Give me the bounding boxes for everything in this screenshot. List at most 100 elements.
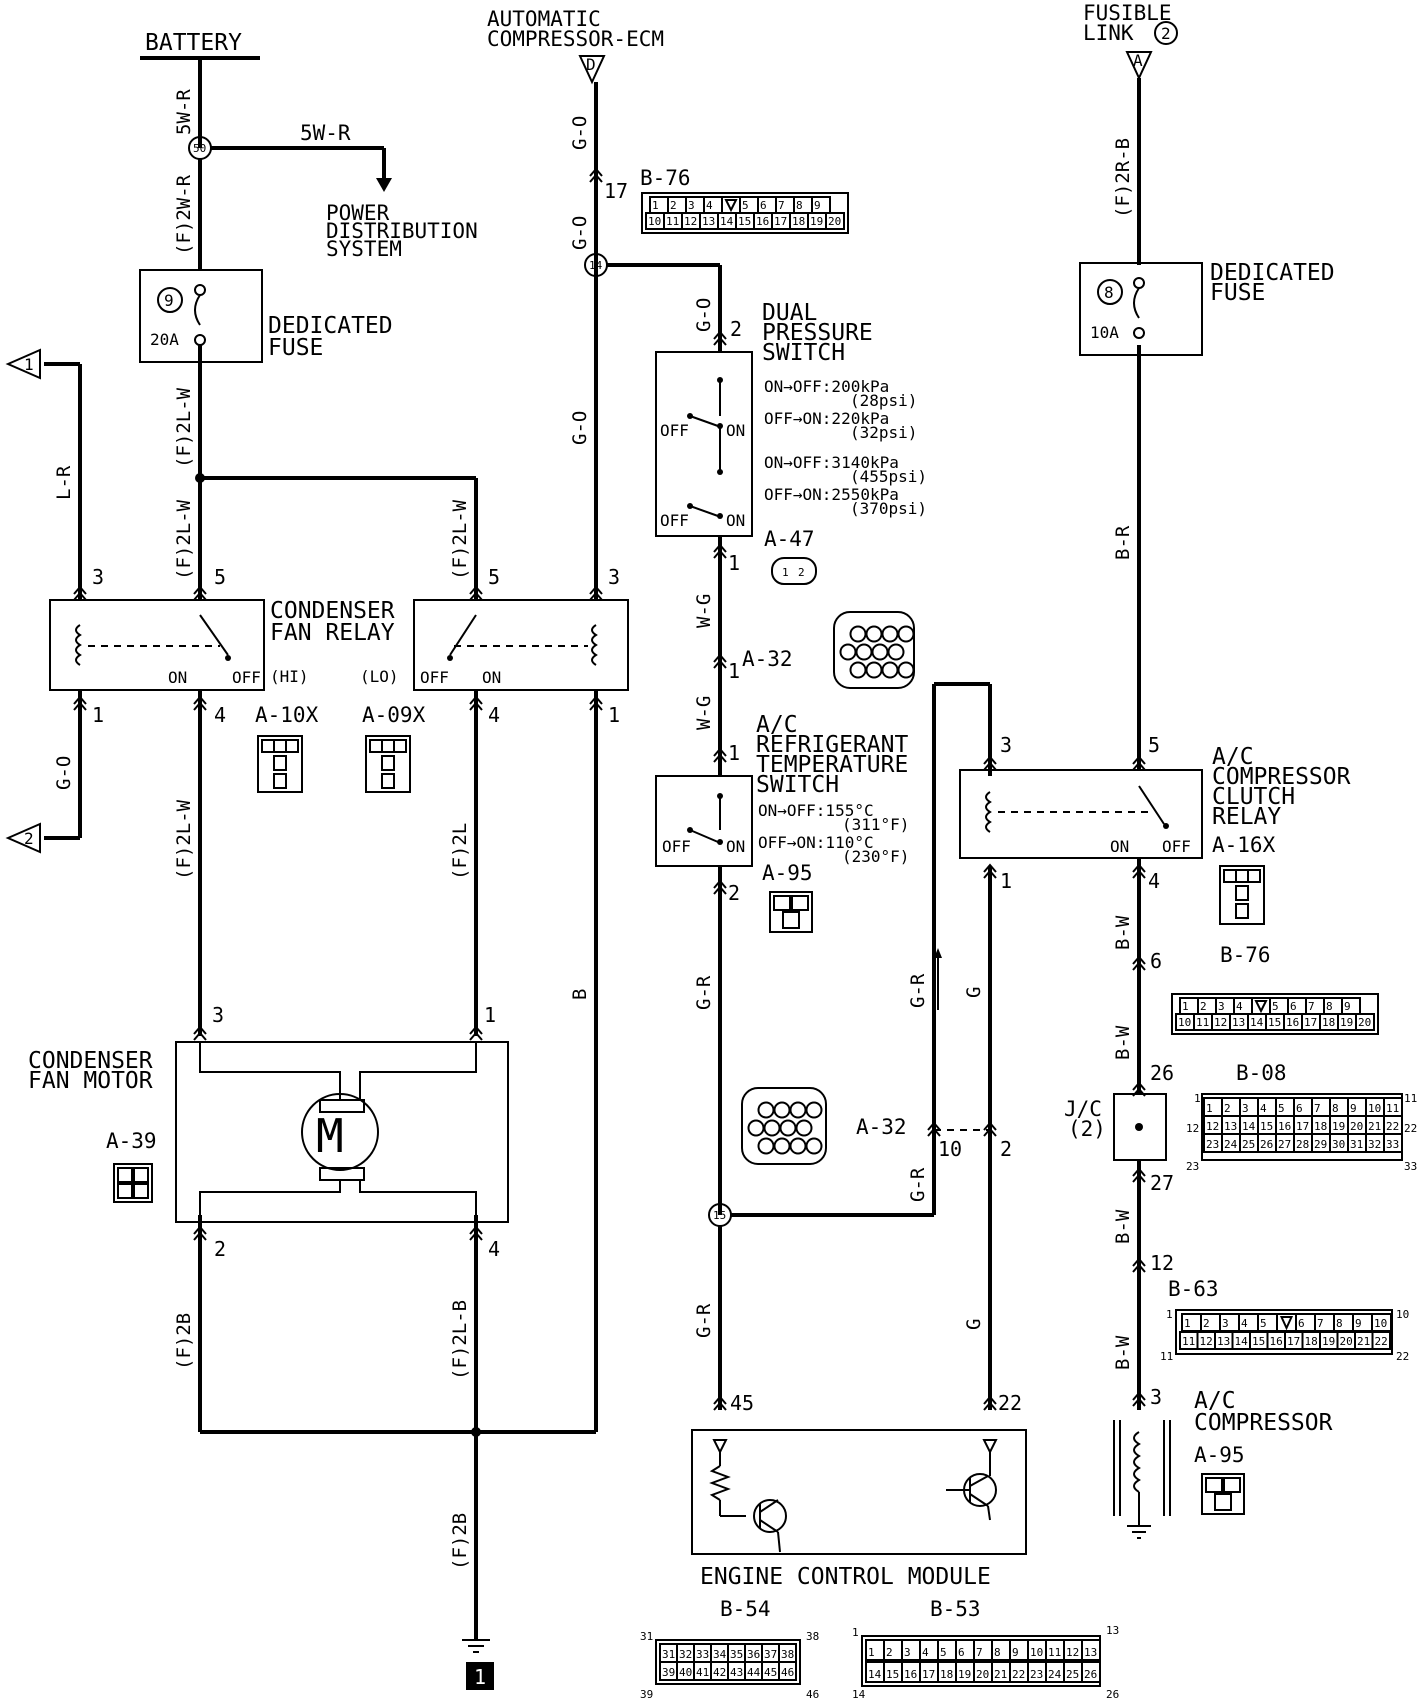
pin-chevron-icon xyxy=(193,1031,207,1041)
a32-mid-pin xyxy=(757,1137,775,1155)
b53-pin: 19 xyxy=(958,1668,971,1681)
fuse-left-label-1: DEDICATED xyxy=(268,313,393,339)
a32-mid-pin xyxy=(773,1137,791,1155)
svg-text:26: 26 xyxy=(1106,1688,1119,1700)
svg-text:A/C: A/C xyxy=(1194,1388,1236,1414)
b08-pin: 7 xyxy=(1314,1102,1321,1115)
pin-chevron-icon xyxy=(927,1127,941,1137)
svg-text:A/C: A/C xyxy=(1212,744,1254,770)
b76-top-pin: 16 xyxy=(756,215,769,228)
left-section-wires: 50 xyxy=(44,58,598,1640)
b08-pin: 5 xyxy=(1278,1102,1285,1115)
b54-pin: 31 xyxy=(662,1648,675,1661)
b63-cell xyxy=(1371,1331,1391,1350)
pin-chevron-icon xyxy=(469,585,483,595)
connector-a10x: A-10X xyxy=(255,703,319,793)
svg-text:45: 45 xyxy=(730,1391,754,1415)
svg-text:13: 13 xyxy=(1106,1624,1119,1637)
b53-pin: 4 xyxy=(922,1646,929,1659)
svg-text:OFF: OFF xyxy=(660,421,689,440)
b76-right-pin: 13 xyxy=(1232,1016,1245,1029)
connector-chevrons xyxy=(73,167,1146,1411)
fuse-left-number: 9 xyxy=(164,291,174,310)
b76-top-pin: 12 xyxy=(684,215,697,228)
svg-text:OFF: OFF xyxy=(420,668,449,687)
b08-pin: 1 xyxy=(1206,1102,1213,1115)
b53-pin: 11 xyxy=(1048,1646,1061,1659)
svg-text:23: 23 xyxy=(1186,1160,1199,1173)
svg-text:33: 33 xyxy=(1404,1160,1417,1173)
offpage-ref-1: 1 xyxy=(5,348,41,380)
pin-chevron-icon xyxy=(193,1025,207,1035)
svg-text:OFF: OFF xyxy=(660,511,689,530)
svg-text:1: 1 xyxy=(92,703,104,727)
svg-text:4: 4 xyxy=(488,703,500,727)
b76-top-cell xyxy=(825,212,845,230)
b08-pin: 23 xyxy=(1206,1138,1219,1151)
left-wire-labels: 5W-R (F)2W-R (F)2L-W (F)2L-W (F)2L-W L-R… xyxy=(53,89,591,1570)
pin-chevron-icon xyxy=(713,1401,727,1411)
svg-text:A-16X: A-16X xyxy=(1212,833,1276,857)
b54-pin: 33 xyxy=(696,1648,709,1661)
svg-text:1: 1 xyxy=(852,1626,859,1639)
b76-right-pin: 17 xyxy=(1304,1016,1317,1029)
svg-text:10: 10 xyxy=(938,1137,962,1161)
svg-text:(F)2L-W: (F)2L-W xyxy=(173,499,195,580)
condenser-fan-relay-lo: OFF ON 5 3 4 1 (LO) xyxy=(360,565,629,727)
ground-left: 1 xyxy=(462,1639,494,1690)
svg-text:G-O: G-O xyxy=(569,411,591,445)
b76-right-pin: 1 xyxy=(1182,1000,1189,1013)
b63-pin: 20 xyxy=(1340,1335,1353,1348)
b08-pin: 11 xyxy=(1386,1102,1399,1115)
a32-top-pin xyxy=(849,625,867,643)
pin-chevron-icon xyxy=(983,869,997,879)
svg-text:1: 1 xyxy=(728,659,740,683)
b76-top-pin: 14 xyxy=(720,215,734,228)
pin-chevron-icon xyxy=(589,173,603,183)
svg-text:B-76: B-76 xyxy=(640,166,691,190)
svg-text:B-76: B-76 xyxy=(1220,943,1271,967)
b08-pin: 22 xyxy=(1386,1120,1399,1133)
svg-text:ON: ON xyxy=(168,668,187,687)
ecm-source-connector-letter: D xyxy=(586,55,596,74)
fusible-link-label-2: LINK xyxy=(1083,21,1134,45)
b76-top-pin: 3 xyxy=(688,199,695,212)
b53-cell xyxy=(1081,1661,1101,1683)
b53-pin: 10 xyxy=(1030,1646,1043,1659)
svg-text:22: 22 xyxy=(1404,1122,1417,1135)
pin-chevron-icon xyxy=(1132,1081,1146,1091)
b54-cell xyxy=(778,1661,797,1681)
svg-text:ON→OFF:3140kPa: ON→OFF:3140kPa xyxy=(764,453,899,472)
b08-pin: 32 xyxy=(1368,1138,1381,1151)
pin-chevron-icon xyxy=(469,695,483,705)
svg-text:5W-R: 5W-R xyxy=(173,89,195,135)
fuse-left-label-2: FUSE xyxy=(268,335,323,361)
b63-pin: 12 xyxy=(1200,1335,1213,1348)
svg-text:PRESSURE: PRESSURE xyxy=(762,320,873,346)
b76-right-pin: 7 xyxy=(1308,1000,1315,1013)
b53-pin: 12 xyxy=(1066,1646,1079,1659)
svg-text:FUSE: FUSE xyxy=(1210,280,1265,306)
b76-top-pin: 9 xyxy=(814,199,821,212)
a32-top-pin xyxy=(881,661,899,679)
svg-text:G-O: G-O xyxy=(569,116,591,150)
pin-chevron-icon xyxy=(1132,1167,1146,1177)
b76-top-pin: 6 xyxy=(760,199,767,212)
b08-pin: 27 xyxy=(1278,1138,1291,1151)
a32-mid-pin xyxy=(789,1101,807,1119)
b76-top-pin: 17 xyxy=(774,215,787,228)
connector-a32-top: A-32 xyxy=(742,611,915,689)
b53-pin: 13 xyxy=(1084,1646,1097,1659)
pin-chevron-icon xyxy=(193,1225,207,1235)
b54-pin: 37 xyxy=(764,1648,777,1661)
b63-pin: 6 xyxy=(1298,1317,1305,1330)
svg-text:G-O: G-O xyxy=(53,756,75,790)
pin-chevron-icon xyxy=(1132,755,1146,765)
ac-refrigerant-temp-specs: ON→OFF:155°C (311°F) OFF→ON:110°C (230°F… xyxy=(758,801,909,866)
b76-right-pin: 14 xyxy=(1250,1016,1264,1029)
svg-text:10A: 10A xyxy=(1090,323,1119,342)
b08-pin: 28 xyxy=(1296,1138,1309,1151)
b63-pin: 2 xyxy=(1203,1317,1210,1330)
svg-text:B-R: B-R xyxy=(1112,525,1134,560)
a32-top-pin xyxy=(897,625,915,643)
